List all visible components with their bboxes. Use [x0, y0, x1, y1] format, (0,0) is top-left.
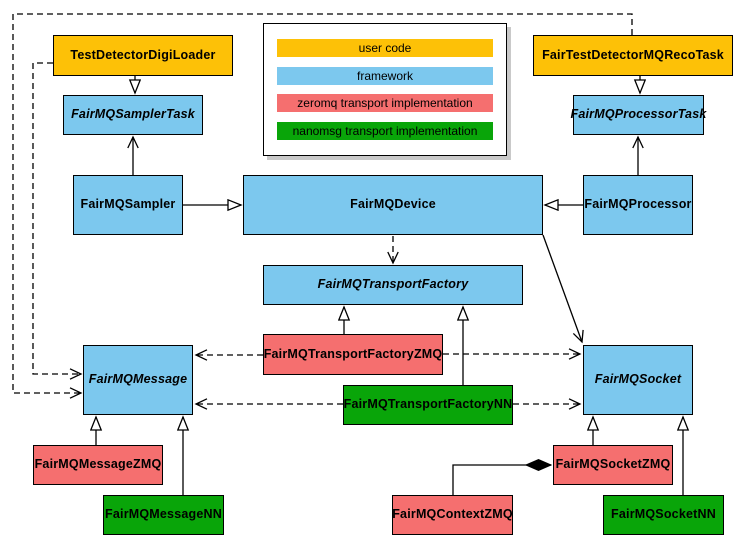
legend-label: nanomsg transport implementation [292, 124, 478, 139]
legend-label: user code [358, 40, 412, 55]
legend-label: framework [356, 68, 413, 83]
node-fairmqcontextzmq: FairMQContextZMQ [392, 495, 513, 535]
node-fairmqsampler: FairMQSampler [73, 175, 183, 235]
node-fairmqprocessortask: FairMQProcessorTask [570, 95, 706, 135]
node-fairmqtransportfactoryzmq: FairMQTransportFactoryZMQ [263, 334, 443, 375]
legend: user code framework zeromq transport imp… [263, 23, 507, 156]
node-fairmqtransportfactorynn: FairMQTransportFactoryNN [343, 385, 513, 425]
legend-label: zeromq transport implementation [297, 96, 473, 111]
node-fairmqmessage: FairMQMessage [83, 345, 193, 415]
node-fairmqsocket: FairMQSocket [583, 345, 693, 415]
legend-item-user-code: user code [277, 38, 493, 57]
node-fairmqsocketzmq: FairMQSocketZMQ [553, 445, 673, 485]
legend-item-zeromq: zeromq transport implementation [277, 94, 493, 113]
node-fairmqtransportfactory: FairMQTransportFactory [263, 265, 523, 305]
node-fairmqmessagenn: FairMQMessageNN [103, 495, 224, 535]
node-fairmqdevice: FairMQDevice [243, 175, 543, 235]
node-fairmqsamplertask: FairMQSamplerTask [63, 95, 203, 135]
legend-item-framework: framework [277, 66, 493, 85]
edge-fairmqdevice-uses-fairmqsocket [542, 234, 582, 342]
node-fairmqprocessor: FairMQProcessor [583, 175, 693, 235]
node-testdetectordigiloader: TestDetectorDigiLoader [53, 35, 233, 76]
legend-item-nanomsg: nanomsg transport implementation [277, 122, 493, 141]
node-fairmqmessagezmq: FairMQMessageZMQ [33, 445, 163, 485]
edge-fairmqcontextzmq-composed-fairmqsocketzmq [452, 465, 551, 495]
node-fairtestdetectormqrecotask: FairTestDetectorMQRecoTask [533, 35, 733, 76]
node-fairmqsocketnn: FairMQSocketNN [603, 495, 724, 535]
